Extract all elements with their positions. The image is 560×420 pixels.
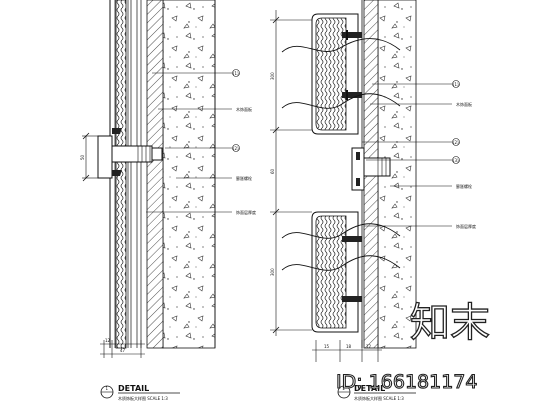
left-callout-4: 膨胀螺栓 xyxy=(236,175,252,181)
right-lower-panel xyxy=(311,211,362,333)
right-dim-v1: 300 xyxy=(270,72,275,80)
left-callout-5: 饰面层厚度 xyxy=(236,209,256,215)
left-detail-subtitle: 木质饰板大样图 SCALE 1:3 xyxy=(118,395,168,401)
left-detail xyxy=(82,0,240,358)
right-title-block: 2 DETAIL 木质饰板大样图 SCALE 1:3 xyxy=(337,384,416,401)
left-callout-2: 木饰面板 xyxy=(236,106,252,112)
right-dim-v3: 300 xyxy=(270,268,275,276)
right-callout-2: 木饰面板 xyxy=(456,101,472,107)
right-callout-5: 膨胀螺栓 xyxy=(456,183,472,189)
right-callout-6: 饰面层厚度 xyxy=(456,223,476,229)
right-callout-1: (1) xyxy=(453,82,459,87)
right-callout-4: (3) xyxy=(453,158,459,163)
watermark-id: ID: 166181174 xyxy=(336,371,477,393)
right-callout-3: (2) xyxy=(453,140,459,145)
left-detail-title: DETAIL xyxy=(118,384,149,393)
left-dim-bottom-a: 12 xyxy=(105,338,111,343)
right-upper-panel xyxy=(311,13,362,135)
right-detail-number: 2 xyxy=(343,386,346,391)
right-detail-title: DETAIL xyxy=(354,384,385,393)
right-dim-b3: 12 xyxy=(366,344,372,349)
right-dim-v2: 60 xyxy=(270,168,275,174)
watermark-logo: 知末 xyxy=(410,300,490,346)
right-dim-b2: 18 xyxy=(346,344,352,349)
left-anchor-bolt xyxy=(97,128,163,179)
left-dim-vertical: 50 xyxy=(80,154,85,160)
watermark: 知末 ID: 166181174 xyxy=(335,299,490,393)
left-callout-1: (1) xyxy=(233,71,239,76)
left-dim-bottom-b: 47 xyxy=(120,348,126,353)
break-line xyxy=(281,38,401,53)
left-callout-3: (2) xyxy=(233,146,239,151)
callout-marker xyxy=(232,69,240,77)
right-anchor-bolt xyxy=(351,147,391,191)
right-dim-b1: 15 xyxy=(324,344,330,349)
left-hatched-layer xyxy=(146,0,164,349)
left-concrete-wall xyxy=(162,0,216,349)
left-title-block: 1 DETAIL 木质饰板大样图 SCALE 1:3 xyxy=(100,384,180,401)
left-detail-number: 1 xyxy=(106,386,109,391)
right-detail-subtitle: 木质饰板大样图 SCALE 1:3 xyxy=(354,395,404,401)
right-detail xyxy=(270,0,460,362)
